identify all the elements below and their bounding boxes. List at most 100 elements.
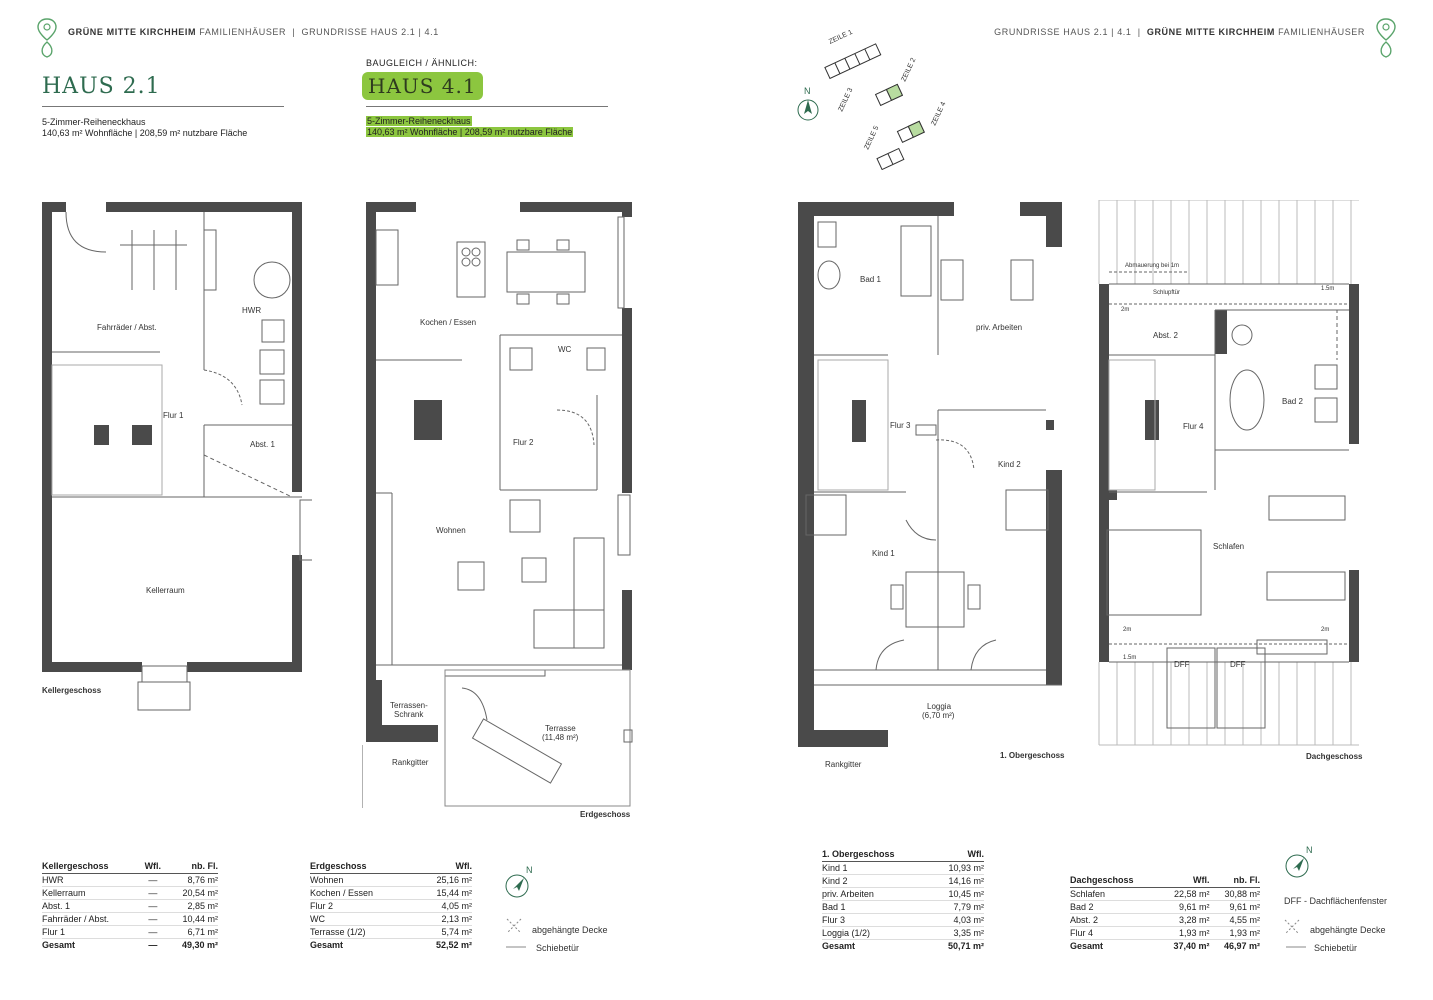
cell: 4,03 m²: [930, 913, 984, 927]
cell: 49,30 m²: [164, 938, 218, 951]
legend-right-dff: DFF - Dachflächenfenster: [1284, 896, 1388, 906]
room-bad-2: Bad 2: [1282, 397, 1303, 406]
cell: 10,45 m²: [930, 887, 984, 901]
label-schlupftuer: Schlupftür: [1153, 290, 1181, 296]
cell: Fahrräder / Abst.: [42, 912, 141, 926]
room-flur-1: Flur 1: [163, 411, 184, 420]
zeile-2-label: ZEILE 2: [900, 57, 917, 83]
cell: 7,79 m²: [930, 900, 984, 914]
room-terrasse: Terrasse: [545, 724, 576, 733]
room-terrassenschrank-1: Terrassen-: [390, 701, 428, 710]
zeile-2-highlight: [885, 83, 904, 101]
house-main-areas: 140,63 m² Wohnfläche | 208,59 m² nutzbar…: [42, 128, 248, 138]
cell: 37,40 m²: [1159, 939, 1210, 952]
cell: Kind 2: [822, 874, 931, 888]
room-hwr: HWR: [242, 306, 262, 315]
room-kellerraum: Kellerraum: [146, 586, 185, 595]
legend-left: N abgehängte Decke Schiebetür: [502, 865, 622, 965]
cell: Terrasse (1/2): [310, 925, 414, 939]
table-row: Terrasse (1/2)5,74 m²: [310, 925, 472, 939]
cell: Wohnen: [310, 873, 414, 887]
site-north-label: N: [804, 86, 811, 96]
cell: 10,93 m²: [930, 861, 984, 875]
cell: priv. Arbeiten: [822, 887, 931, 901]
cell: Schlafen: [1070, 887, 1160, 901]
room-terrasse-area: (11,48 m²): [542, 733, 579, 742]
cell: Flur 3: [822, 913, 931, 927]
plan-label-dach: Dachgeschoss: [1306, 752, 1363, 761]
legend-right-north: N: [1306, 845, 1313, 855]
header-left-section: GRUNDRISSE HAUS 2.1 | 4.1: [301, 27, 439, 37]
room-loggia: Loggia: [927, 702, 952, 711]
th-keller-0: Kellergeschoss: [42, 860, 141, 874]
cell: —: [140, 886, 165, 900]
zeile-1-block: [824, 43, 882, 80]
cell: 2,13 m²: [413, 912, 472, 926]
th-ober-0: 1. Obergeschoss: [822, 848, 931, 862]
cell: Gesamt: [42, 938, 141, 951]
room-bad-1: Bad 1: [860, 275, 881, 284]
house-alt-rule: [366, 106, 608, 107]
leaf-pin-icon-right: [1375, 18, 1397, 63]
plan-label-erd: Erdgeschoss: [580, 810, 631, 819]
table-row: Kellerraum—20,54 m²: [42, 886, 218, 900]
cell: 20,54 m²: [164, 886, 218, 900]
cell: 1,93 m²: [1209, 926, 1260, 940]
zeile-3-label: ZEILE 3: [837, 87, 854, 113]
cell: 5,74 m²: [413, 925, 472, 939]
plan-kellergeschoss: Fahrräder / Abst. HWR Flur 1 Abst. 1 Kel…: [42, 200, 321, 720]
legend-left-ceiling: abgehängte Decke: [532, 925, 608, 935]
cell: 8,76 m²: [164, 873, 218, 887]
legend-left-north: N: [526, 865, 533, 875]
leaf-pin-icon-left: [36, 18, 58, 63]
house-main-rule: [42, 106, 284, 107]
cell: Flur 4: [1070, 926, 1160, 940]
room-wc: WC: [558, 345, 572, 354]
cell: Gesamt: [822, 939, 931, 952]
label-1-5m-top: 1.5m: [1321, 286, 1335, 292]
label-rankgitter-og: Rankgitter: [825, 760, 862, 769]
table-total-row: Gesamt—49,30 m²: [42, 938, 218, 951]
room-flur-2: Flur 2: [513, 438, 534, 447]
header-left-brand: GRÜNE MITTE KIRCHHEIM: [68, 27, 197, 37]
legend-right-ceiling: abgehängte Decke: [1310, 925, 1386, 935]
cell: 10,44 m²: [164, 912, 218, 926]
sliding-door-icon-right: [1286, 946, 1306, 948]
plan-obergeschoss: Bad 1 priv. Arbeiten Flur 3 Kind 2 Kind …: [796, 200, 1066, 770]
sliding-door-icon: [506, 946, 526, 948]
cell: 50,71 m²: [930, 939, 984, 952]
zeile-1-label: ZEILE 1: [828, 30, 854, 46]
label-rankgitter-eg: Rankgitter: [392, 758, 429, 767]
cell: Kind 1: [822, 861, 931, 875]
room-abst-1: Abst. 1: [250, 440, 275, 449]
room-loggia-area: (6,70 m²): [922, 711, 955, 720]
cell: Kochen / Essen: [310, 886, 414, 900]
table-row: Loggia (1/2)3,35 m²: [822, 926, 984, 940]
cell: 14,16 m²: [930, 874, 984, 888]
cell: 3,35 m²: [930, 926, 984, 940]
cell: Flur 2: [310, 899, 414, 913]
legend-right: N DFF - Dachflächenfenster abgehängte De…: [1282, 845, 1422, 955]
table-kellergeschoss-wrap: Kellergeschoss Wfl. nb. Fl. HWR—8,76 m² …: [42, 860, 218, 951]
cell: WC: [310, 912, 414, 926]
cell: Gesamt: [310, 938, 414, 951]
cell: Gesamt: [1070, 939, 1160, 952]
label-abmauerung: Abmauerung bei 1m: [1125, 263, 1180, 269]
house-alt-type: 5-Zimmer-Reiheneckhaus: [366, 116, 472, 126]
th-dach-1: Wfl.: [1159, 874, 1210, 888]
compass-icon: [505, 874, 529, 898]
room-kind-2: Kind 2: [998, 460, 1021, 469]
cell: —: [140, 873, 165, 887]
